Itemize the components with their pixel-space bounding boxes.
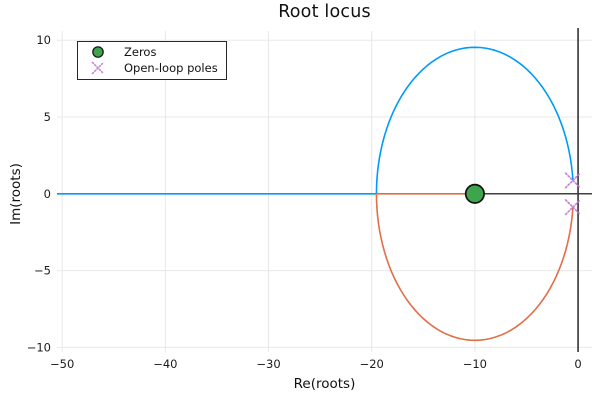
x-tick-label: −40 xyxy=(153,357,177,371)
legend-label-zeros: Zeros xyxy=(124,45,157,59)
pole-marker xyxy=(564,199,582,216)
y-tick-label: 0 xyxy=(44,187,51,201)
x-axis-label: Re(roots) xyxy=(293,376,356,392)
legend-item-poles: Open-loop poles xyxy=(84,60,220,76)
legend-label-poles: Open-loop poles xyxy=(124,61,218,75)
y-tick-label: −10 xyxy=(27,340,51,354)
legend: Zeros Open-loop poles xyxy=(77,41,227,80)
zero-marker-icon xyxy=(92,46,104,58)
y-tick-label: 5 xyxy=(44,110,51,124)
x-tick-label: −10 xyxy=(463,357,487,371)
x-tick-label: −30 xyxy=(256,357,280,371)
y-tick-label: 10 xyxy=(36,33,51,47)
y-axis-label: Im(roots) xyxy=(8,163,24,225)
zero-marker xyxy=(464,183,485,204)
pole-marker-icon xyxy=(91,61,105,75)
chart-title: Root locus xyxy=(278,2,371,22)
y-tick-label: −5 xyxy=(34,264,51,278)
locus-branch-lower xyxy=(375,193,574,342)
x-tick-label: −20 xyxy=(360,357,384,371)
locus-branch-upper xyxy=(57,46,574,195)
x-tick-label: −50 xyxy=(50,357,74,371)
pole-marker xyxy=(564,172,582,189)
x-tick-label: 0 xyxy=(574,357,581,371)
legend-item-zeros: Zeros xyxy=(84,44,220,60)
